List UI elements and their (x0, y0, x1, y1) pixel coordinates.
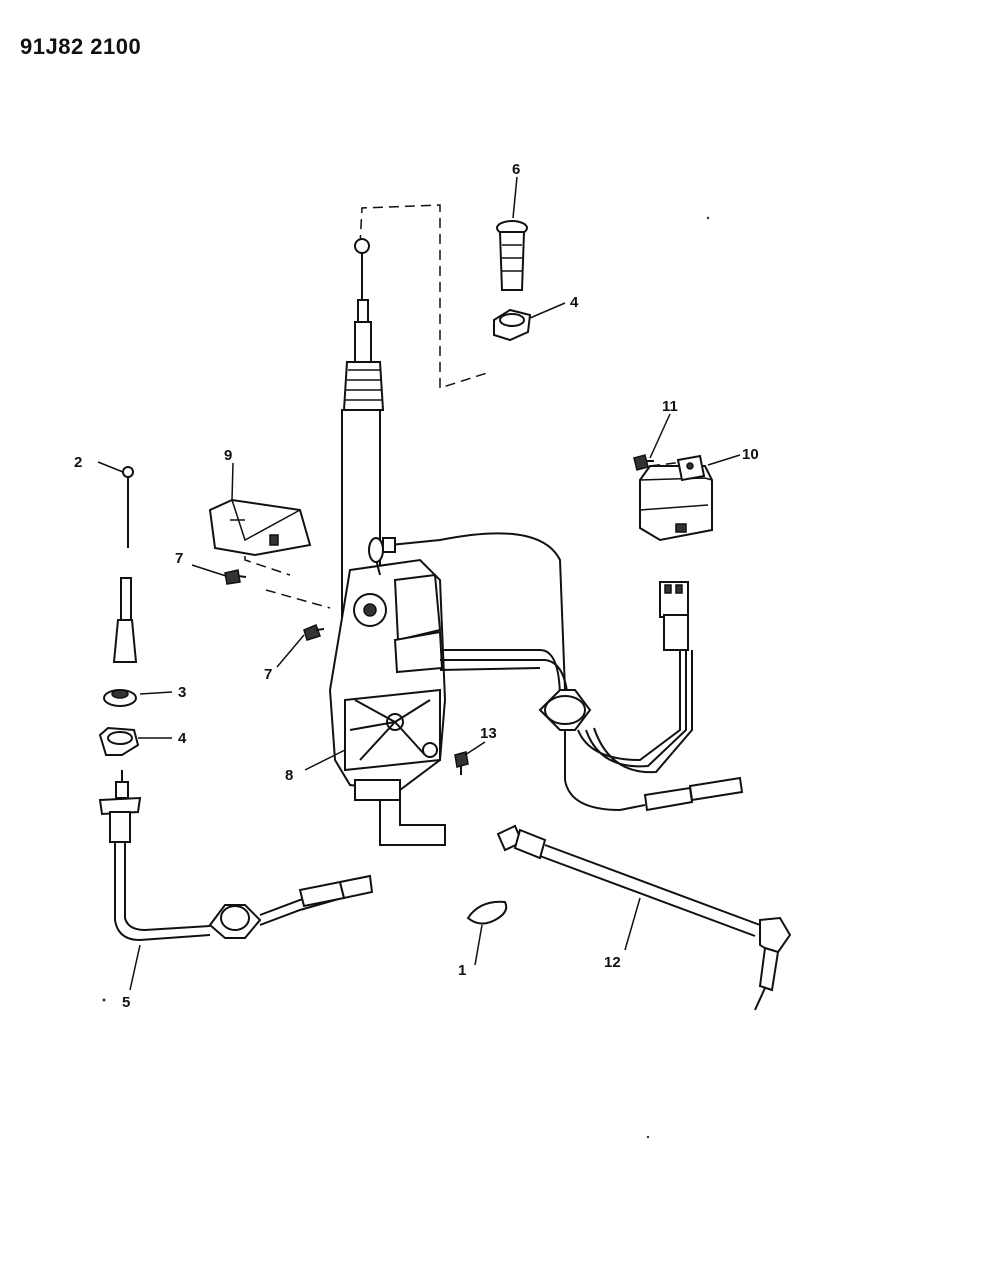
adapter-nut-lower[interactable] (98, 726, 140, 756)
callout-4-lower: 4 (178, 730, 187, 747)
screw-upper[interactable] (224, 569, 247, 585)
fixed-antenna-mast[interactable] (112, 466, 138, 663)
mast-grommet[interactable] (496, 220, 528, 291)
cable-grommet[interactable] (538, 689, 592, 731)
callout-11: 11 (662, 398, 678, 415)
callout-10: 10 (742, 446, 759, 463)
callout-12: 12 (604, 954, 621, 971)
cap-nut[interactable] (103, 689, 137, 707)
callout-7-lower: 7 (264, 666, 272, 683)
callout-numbers: 1 2 3 4 4 5 6 7 7 8 9 10 11 12 13 (74, 161, 759, 1011)
scan-specks (102, 216, 710, 1139)
callout-6: 6 (512, 161, 520, 178)
callout-2: 2 (74, 454, 82, 471)
page-code: 91J82 2100 (20, 34, 142, 59)
relay-screw[interactable] (633, 454, 654, 471)
mast-nut-upper[interactable] (493, 308, 532, 342)
mounting-bracket[interactable] (208, 498, 312, 557)
wiring-harness (564, 650, 744, 812)
housing-screw[interactable] (454, 751, 469, 775)
callout-5: 5 (122, 994, 130, 1011)
cable-clip[interactable] (466, 900, 508, 925)
callout-3: 3 (178, 684, 186, 701)
callout-7-upper: 7 (175, 550, 183, 567)
callout-1: 1 (458, 962, 466, 979)
wiring-connector[interactable] (659, 581, 689, 651)
screw-lower[interactable] (303, 624, 325, 641)
extension-cable[interactable] (496, 824, 792, 1011)
callout-leader-lines (97, 176, 741, 991)
antenna-relay[interactable] (639, 454, 713, 542)
antenna-motor-housing[interactable] (328, 537, 447, 846)
antenna-cable-assembly[interactable] (98, 770, 374, 942)
callout-4-upper: 4 (570, 294, 579, 311)
callout-13: 13 (480, 725, 497, 742)
dashed-relation-lines (244, 204, 684, 609)
callout-9: 9 (224, 447, 232, 464)
callout-8: 8 (285, 767, 293, 784)
